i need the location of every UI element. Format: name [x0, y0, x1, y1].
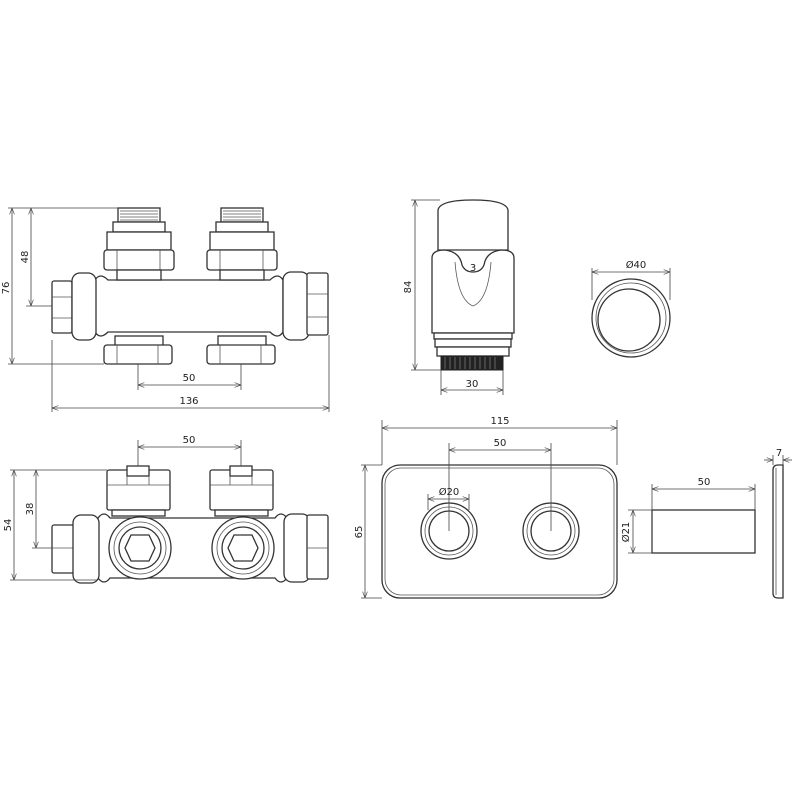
dim-width: 136: [179, 396, 198, 407]
dim-top-height-total: 54: [3, 519, 14, 532]
dim-thermostat-base: 30: [466, 379, 479, 390]
dim-thermostat-height: 84: [403, 281, 414, 294]
dim-height-total: 76: [1, 282, 12, 295]
dim-top-height-axis: 38: [25, 503, 36, 516]
sleeve-view: 50 Ø21: [620, 477, 756, 554]
dim-plate-height: 65: [354, 526, 365, 539]
dim-top-spacing: 50: [183, 435, 196, 446]
dim-sleeve-diameter: Ø21: [620, 522, 632, 543]
dim-plate-width: 115: [490, 416, 509, 427]
dim-spacing: 50: [183, 373, 196, 384]
valve-front-view: 76 48 50 136: [1, 207, 330, 412]
dim-height-axis: 48: [20, 251, 31, 264]
dim-ring-diameter: Ø40: [626, 259, 647, 271]
thermostat-head-view: 3 84 30: [403, 199, 515, 395]
dim-plate-thickness: 7: [776, 448, 782, 459]
dim-hole-diameter: Ø20: [439, 486, 460, 498]
dim-hole-spacing: 50: [494, 438, 507, 449]
valve-top-view: 50 54 38: [3, 435, 329, 584]
plate-side-view: 7: [764, 448, 792, 599]
dial-mark: 3: [470, 263, 476, 274]
dim-sleeve-length: 50: [698, 477, 711, 488]
thermostat-top-view: Ø40: [591, 259, 671, 358]
cover-plate-view: 115 50 Ø20 65: [354, 416, 618, 599]
